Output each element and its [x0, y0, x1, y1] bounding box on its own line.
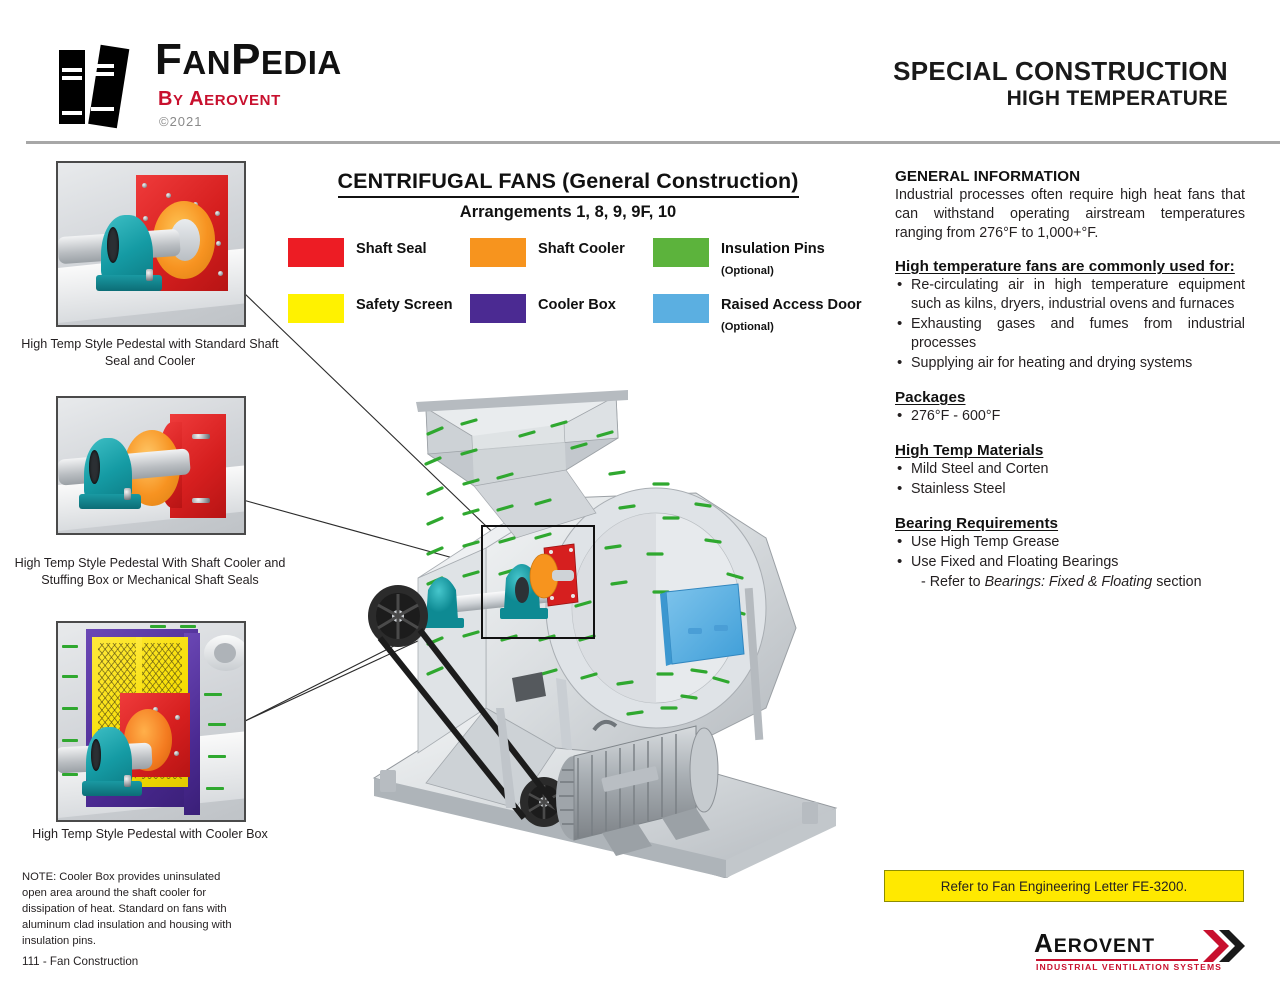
- fe-note-text: Refer to Fan Engineering Letter FE-3200.: [940, 878, 1188, 894]
- legend-optional-note: (Optional): [721, 321, 774, 333]
- legend-swatch: [470, 238, 526, 267]
- header-title-line2: HIGH TEMPERATURE: [1006, 87, 1228, 111]
- centrifugal-fan-diagram: [368, 390, 838, 878]
- legend-item-insulation-pins: Insulation Pins: [653, 238, 825, 267]
- support-posts: [496, 587, 764, 808]
- aerovent-logo: AEROVENT INDUSTRIAL VENTILATION SYSTEMS: [1034, 928, 1245, 976]
- legend-swatch: [288, 238, 344, 267]
- list-item: Supplying air for heating and drying sys…: [895, 353, 1245, 373]
- bearing-requirements-list: Use High Temp Grease Use Fixed and Float…: [895, 532, 1245, 592]
- materials-heading: High Temp Materials: [895, 442, 1044, 459]
- bearing-requirements-heading: Bearing Requirements: [895, 515, 1059, 532]
- list-item-subnote: - Refer to Bearings: Fixed & Floating se…: [895, 573, 1245, 592]
- legend-item-shaft-cooler: Shaft Cooler: [470, 238, 625, 267]
- list-item: Re-circulating air in high temperature e…: [895, 275, 1245, 314]
- used-for-list: Re-circulating air in high temperature e…: [895, 275, 1245, 373]
- center-title: CENTRIFUGAL FANS (General Construction): [337, 168, 799, 198]
- center-subtitle: Arrangements 1, 8, 9, 9F, 10: [459, 202, 677, 221]
- logo-copyright: ©2021: [159, 114, 203, 129]
- general-information-text: Industrial processes often require high …: [895, 187, 1245, 241]
- legend-label: Cooler Box: [538, 297, 616, 313]
- page-footer-label: 111 - Fan Construction: [22, 955, 139, 968]
- list-item: Use Fixed and Floating Bearings: [895, 552, 1245, 572]
- list-item: Exhausting gases and fumes from industri…: [895, 314, 1245, 353]
- legend-swatch: [470, 294, 526, 323]
- belt-drive: [368, 585, 568, 827]
- legend-swatch: [288, 294, 344, 323]
- subnote-prefix: - Refer to: [921, 574, 985, 590]
- packages-heading: Packages: [895, 389, 966, 406]
- legend-label: Safety Screen: [356, 297, 453, 313]
- legend-item-cooler-box: Cooler Box: [470, 294, 616, 323]
- books-icon: [55, 40, 133, 129]
- thumbnail-pedestal-standard: [56, 161, 246, 327]
- legend: Shaft Seal Shaft Cooler Insulation Pins …: [288, 238, 868, 350]
- subnote-reference: Bearings: Fixed & Floating: [984, 574, 1153, 590]
- legend-item-raised-access-door: Raised Access Door: [653, 294, 862, 323]
- logo-byline: BY AEROVENT: [158, 88, 281, 110]
- chevron-icon: [1203, 930, 1245, 962]
- header-title-line1: SPECIAL CONSTRUCTION: [893, 56, 1228, 86]
- materials-list: Mild Steel and Corten Stainless Steel: [895, 459, 1245, 499]
- right-info-column: GENERAL INFORMATION Industrial processes…: [895, 168, 1245, 593]
- aerovent-rule: [1036, 959, 1198, 961]
- aerovent-tagline: INDUSTRIAL VENTILATION SYSTEMS: [1036, 962, 1222, 972]
- legend-label: Raised Access Door: [721, 297, 862, 313]
- fanpedia-logo: FANPEDIA BY AEROVENT ©2021: [55, 38, 405, 138]
- detail-callout-box: [481, 525, 595, 639]
- legend-item-safety-screen: Safety Screen: [288, 294, 453, 323]
- list-item: 276°F - 600°F: [895, 406, 1245, 426]
- center-title-block: CENTRIFUGAL FANS (General Construction) …: [258, 168, 878, 222]
- junction-box: [512, 672, 546, 702]
- header-title: SPECIAL CONSTRUCTION HIGH TEMPERATURE: [893, 56, 1228, 111]
- subnote-suffix: section: [1152, 574, 1202, 590]
- general-information-heading: GENERAL INFORMATION: [895, 168, 1081, 185]
- logo-wordmark: FANPEDIA: [155, 35, 342, 84]
- cooler-box-note: NOTE: Cooler Box provides uninsulated op…: [22, 871, 232, 947]
- header-divider: [26, 141, 1280, 144]
- page-header: FANPEDIA BY AEROVENT ©2021 SPECIAL CONST…: [0, 0, 1280, 145]
- raised-access-door: [660, 583, 745, 666]
- list-item: Mild Steel and Corten: [895, 459, 1245, 479]
- legend-label: Shaft Seal: [356, 241, 427, 257]
- shaft-assembly: [422, 543, 579, 628]
- legend-label: Shaft Cooler: [538, 241, 625, 257]
- motor: [556, 719, 719, 856]
- thumbnail-2-caption: High Temp Style Pedestal With Shaft Cool…: [14, 556, 286, 587]
- insulation-pins: [424, 418, 746, 716]
- legend-item-shaft-seal: Shaft Seal: [288, 238, 427, 267]
- aerovent-wordmark: AEROVENT: [1034, 928, 1156, 958]
- thumbnail-3-caption: High Temp Style Pedestal with Cooler Box: [32, 827, 268, 841]
- inlet-box: [416, 390, 628, 487]
- legend-swatch: [653, 294, 709, 323]
- legend-optional-note: (Optional): [721, 265, 774, 277]
- legend-label: Insulation Pins: [721, 241, 825, 257]
- thumbnail-pedestal-cooler-box: [56, 621, 246, 822]
- fan-engineering-letter-note: Refer to Fan Engineering Letter FE-3200.: [884, 870, 1244, 902]
- list-item: Stainless Steel: [895, 479, 1245, 499]
- thumbnail-1-caption: High Temp Style Pedestal with Standard S…: [21, 337, 279, 368]
- legend-swatch: [653, 238, 709, 267]
- packages-list: 276°F - 600°F: [895, 406, 1245, 426]
- thumbnail-pedestal-stuffing-box: [56, 396, 246, 535]
- list-item: Use High Temp Grease: [895, 532, 1245, 552]
- used-for-heading: High temperature fans are commonly used …: [895, 258, 1235, 275]
